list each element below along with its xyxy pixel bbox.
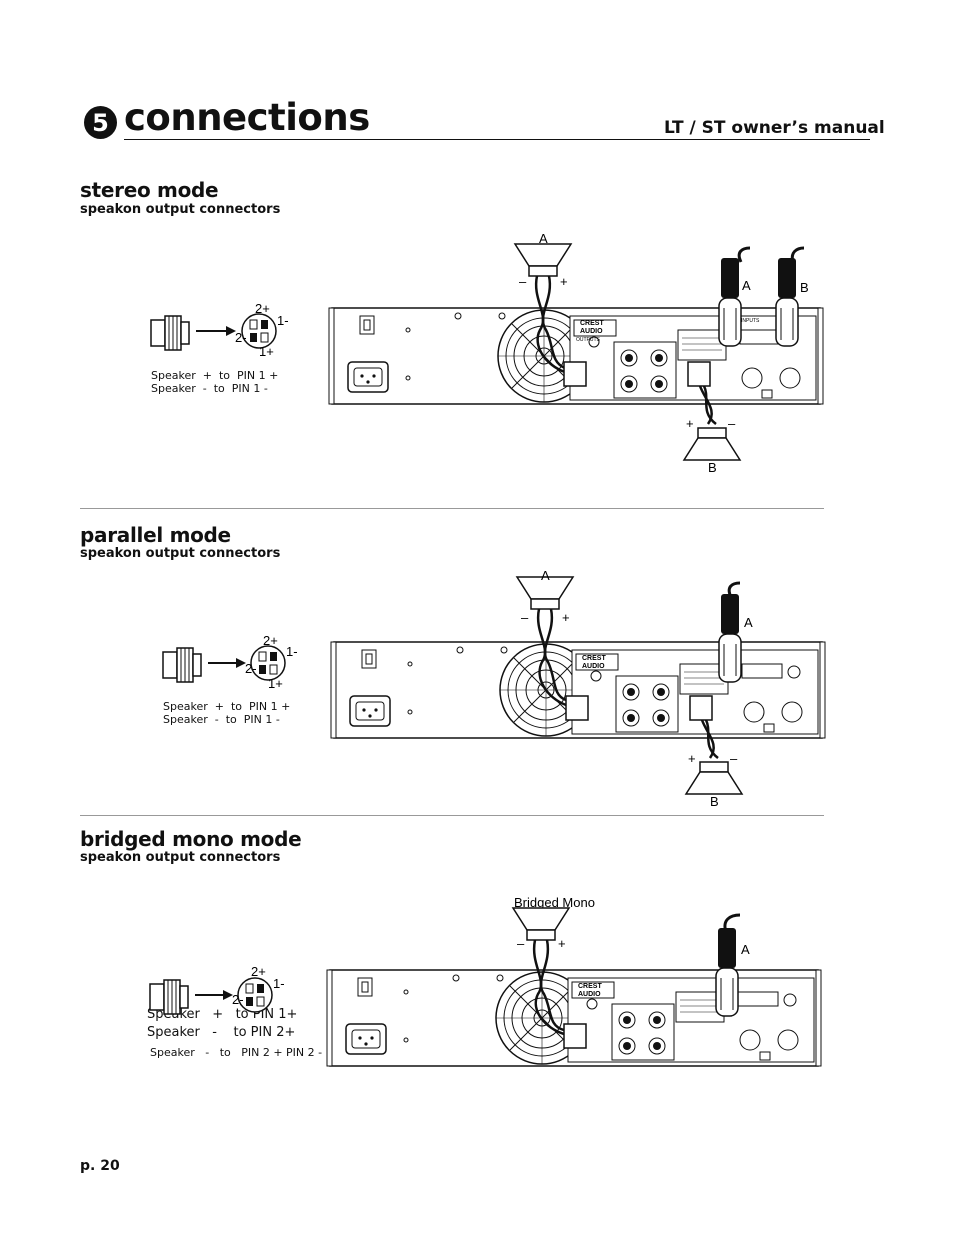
stereo-xlr-plug-a: [718, 257, 742, 347]
parallel-cable-a2: [543, 608, 567, 702]
stereo-speaker-a-label: A: [539, 231, 548, 246]
stereo-pin-1plus: 1+: [259, 344, 274, 359]
stereo-plug-b: [687, 361, 711, 387]
stereo-xlr-a-label: A: [742, 278, 751, 293]
parallel-xlr-a-label: A: [744, 615, 753, 630]
chapter-number-badge: 5: [84, 106, 117, 139]
bridged-pin-1minus: 1-: [273, 976, 285, 991]
parallel-speaker-a-plus: +: [562, 610, 570, 625]
parallel-cable-b: [700, 719, 715, 759]
bridged-speakon-plug: [149, 979, 189, 1015]
stereo-cable-b: [698, 385, 713, 425]
stereo-speaker-a-plus: +: [560, 274, 568, 289]
parallel-speaker-a-label: A: [541, 568, 550, 583]
section-divider: [80, 508, 824, 509]
bridged-pin-assignment-3: Speaker - to PIN 2 + PIN 2 -: [150, 1046, 323, 1059]
parallel-plug-a: [565, 695, 589, 721]
bridged-cable: [532, 939, 565, 1036]
parallel-xlr-plug-a: [718, 593, 742, 683]
parallel-speaker-a-minus: –: [521, 610, 529, 625]
bridged-amp-panel: [326, 969, 822, 1067]
header-rule: [124, 139, 870, 140]
parallel-cable-a: [536, 608, 567, 707]
stereo-mode-title: stereo mode: [80, 178, 219, 202]
bridged-pin-2minus: 2-: [232, 992, 244, 1007]
bridged-brand-2: AUDIO: [578, 991, 601, 998]
bridged-speaker-plus: +: [558, 936, 566, 951]
stereo-pin-2minus: 2-: [235, 330, 247, 345]
bridged-speaker-minus: –: [517, 936, 525, 951]
stereo-outputs-label: OUTPUTS: [576, 337, 601, 343]
chapter-title: connections: [124, 96, 370, 139]
bridged-pin-2plus: 2+: [251, 964, 266, 979]
parallel-pin-1plus: 1+: [268, 676, 283, 691]
bridged-mode-title: bridged mono mode: [80, 827, 302, 851]
stereo-speaker-b-label: B: [708, 460, 717, 475]
stereo-mode-subtitle: speakon output connectors: [80, 202, 281, 217]
parallel-speaker-b-plus: +: [688, 751, 696, 766]
parallel-pin-1minus: 1-: [286, 644, 298, 659]
stereo-speaker-a: [514, 243, 572, 277]
parallel-brand-2: AUDIO: [582, 663, 605, 670]
stereo-speaker-b-plus: +: [686, 416, 694, 431]
stereo-cable-a2: [541, 275, 566, 370]
parallel-pin-assignment: Speaker + to PIN 1 + Speaker - to PIN 1 …: [163, 700, 291, 726]
bridged-xlr-label: A: [741, 942, 750, 957]
stereo-speaker-a-minus: –: [519, 274, 527, 289]
bridged-arrow: [195, 990, 233, 1000]
page-number: p. 20: [80, 1158, 120, 1174]
parallel-amp-panel: [330, 641, 826, 739]
bridged-brand: CREST: [578, 983, 602, 990]
parallel-mode-subtitle: speakon output connectors: [80, 546, 281, 561]
bridged-mode-subtitle: speakon output connectors: [80, 850, 281, 865]
bridged-plug: [563, 1023, 587, 1049]
stereo-speakon-plug: [150, 315, 190, 351]
bridged-xlr-plug: [715, 927, 739, 1017]
stereo-pin-assignment: Speaker + to PIN 1 + Speaker - to PIN 1 …: [151, 369, 279, 395]
parallel-speaker-b-label: B: [710, 794, 719, 809]
parallel-arrow: [208, 658, 246, 668]
stereo-speaker-b: [683, 427, 741, 461]
manual-title: LT / ST owner’s manual: [664, 118, 885, 138]
stereo-xlr-plug-b: [775, 257, 799, 347]
stereo-xlr-b-label: B: [800, 280, 809, 295]
bridged-pin-assignment-2: Speaker - to PIN 2+: [147, 1025, 296, 1040]
stereo-pin-2plus: 2+: [255, 301, 270, 316]
stereo-inputs-label: INPUTS: [741, 318, 760, 324]
stereo-speaker-b-minus: –: [728, 416, 736, 431]
parallel-speakon-plug: [162, 647, 202, 683]
section-divider: [80, 815, 824, 816]
parallel-speaker-b-minus: –: [730, 751, 738, 766]
stereo-cable-a: [534, 275, 566, 374]
stereo-plug-a: [563, 361, 587, 387]
parallel-pin-2plus: 2+: [263, 633, 278, 648]
stereo-speakon-face: [241, 313, 277, 349]
parallel-plug-b: [689, 695, 713, 721]
stereo-xlr-cable-a: [737, 246, 751, 263]
parallel-brand: CREST: [582, 655, 606, 662]
bridged-speaker-label: Bridged Mono: [514, 895, 595, 910]
stereo-pin-1minus: 1-: [277, 313, 289, 328]
parallel-mode-title: parallel mode: [80, 523, 231, 547]
parallel-speaker-b: [685, 761, 743, 795]
stereo-brand-2: AUDIO: [580, 328, 603, 335]
parallel-pin-2minus: 2-: [245, 661, 257, 676]
stereo-arrow: [196, 326, 236, 336]
stereo-brand: CREST: [580, 320, 604, 327]
stereo-cable-b2: [702, 385, 717, 425]
parallel-cable-b2: [704, 719, 719, 759]
bridged-cable2: [539, 939, 565, 1032]
